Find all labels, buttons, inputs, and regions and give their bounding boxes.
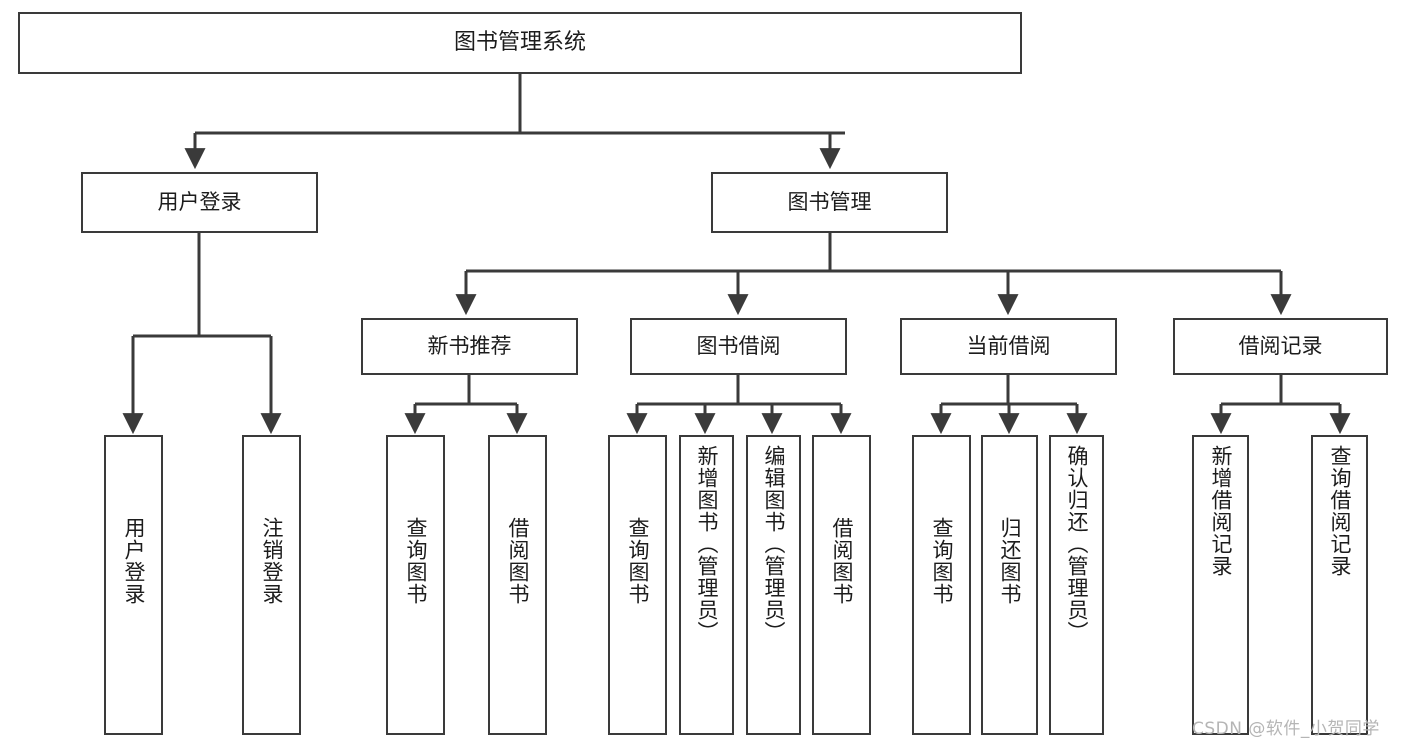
node-leaf-edit-book-admin[interactable]: 编辑图书（管理员） xyxy=(746,435,801,735)
node-leaf-borrow-book-2[interactable]: 借阅图书 xyxy=(812,435,871,735)
node-label: 图书管理 xyxy=(787,190,872,215)
node-leaf-query-book-3[interactable]: 查询图书 xyxy=(912,435,971,735)
node-label: 当前借阅 xyxy=(966,334,1051,359)
node-leaf-query-book-1[interactable]: 查询图书 xyxy=(386,435,445,735)
node-label: 编辑图书（管理员） xyxy=(762,445,786,643)
node-current-borrow[interactable]: 当前借阅 xyxy=(900,318,1117,375)
node-leaf-add-book-admin[interactable]: 新增图书（管理员） xyxy=(679,435,734,735)
node-label: 归还图书 xyxy=(998,517,1022,605)
node-label: 查询图书 xyxy=(404,517,428,605)
node-label: 借阅图书 xyxy=(506,517,530,605)
node-label: 借阅图书 xyxy=(830,517,854,605)
node-label: 查询图书 xyxy=(930,517,954,605)
node-leaf-user-login[interactable]: 用户登录 xyxy=(104,435,163,735)
node-new-book-recommend[interactable]: 新书推荐 xyxy=(361,318,578,375)
node-label: 查询借阅记录 xyxy=(1328,445,1352,577)
node-label: 图书管理系统 xyxy=(453,30,586,56)
node-label: 新增借阅记录 xyxy=(1209,445,1233,577)
node-root-system[interactable]: 图书管理系统 xyxy=(18,12,1022,74)
node-leaf-query-book-2[interactable]: 查询图书 xyxy=(608,435,667,735)
node-user-login[interactable]: 用户登录 xyxy=(81,172,318,233)
node-label: 用户登录 xyxy=(157,190,242,215)
node-label: 新书推荐 xyxy=(427,334,512,359)
node-book-borrow[interactable]: 图书借阅 xyxy=(630,318,847,375)
node-label: 确认归还（管理员） xyxy=(1065,445,1089,643)
watermark-text: CSDN @软件_小贺同学 xyxy=(1192,719,1380,739)
node-borrow-record[interactable]: 借阅记录 xyxy=(1173,318,1388,375)
node-leaf-query-borrow-record[interactable]: 查询借阅记录 xyxy=(1311,435,1368,735)
node-book-manage[interactable]: 图书管理 xyxy=(711,172,948,233)
node-label: 用户登录 xyxy=(122,517,146,605)
node-leaf-borrow-book-1[interactable]: 借阅图书 xyxy=(488,435,547,735)
node-label: 图书借阅 xyxy=(696,334,781,359)
node-label: 注销登录 xyxy=(260,517,284,605)
node-label: 借阅记录 xyxy=(1238,334,1323,359)
node-leaf-add-borrow-record[interactable]: 新增借阅记录 xyxy=(1192,435,1249,735)
node-label: 新增图书（管理员） xyxy=(695,445,719,643)
node-leaf-confirm-return-admin[interactable]: 确认归还（管理员） xyxy=(1049,435,1104,735)
node-leaf-logout[interactable]: 注销登录 xyxy=(242,435,301,735)
node-leaf-return-book[interactable]: 归还图书 xyxy=(981,435,1038,735)
node-label: 查询图书 xyxy=(626,517,650,605)
